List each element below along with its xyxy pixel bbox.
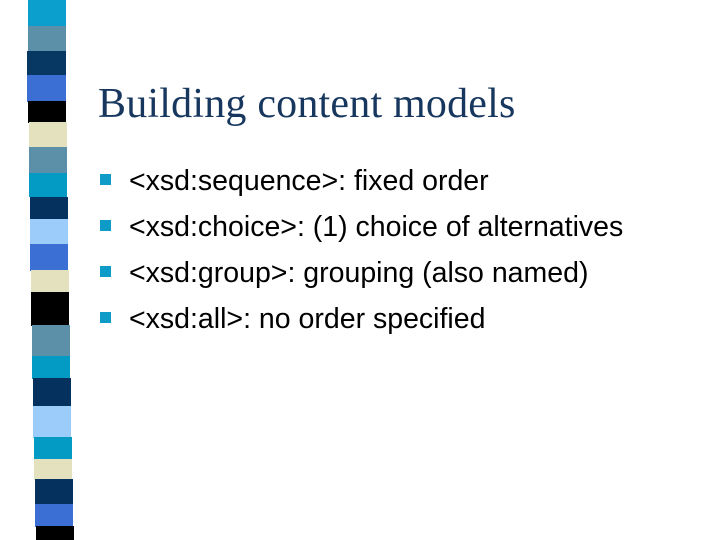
- stripe-band: [32, 356, 70, 380]
- stripe-band: [34, 459, 72, 481]
- list-item: <xsd:group>: grouping (also named): [100, 250, 710, 296]
- square-bullet-icon: [100, 312, 111, 323]
- stripe-band: [30, 196, 68, 220]
- stripe-band: [36, 526, 74, 540]
- list-item: <xsd:sequence>: fixed order: [100, 158, 710, 204]
- stripe-band: [29, 172, 67, 198]
- bullet-list: <xsd:sequence>: fixed order <xsd:choice>:…: [100, 158, 710, 342]
- stripe-band: [30, 244, 68, 271]
- stripe-band: [27, 50, 66, 77]
- stripe-band: [29, 122, 67, 148]
- square-bullet-icon: [100, 174, 111, 185]
- stripe-band: [30, 218, 68, 246]
- stripe-band: [28, 25, 66, 52]
- stripe-band: [31, 292, 69, 326]
- square-bullet-icon: [100, 266, 111, 277]
- stripe-band: [27, 75, 66, 102]
- list-item-label: <xsd:all>: no order specified: [129, 303, 486, 335]
- stripe-band: [29, 146, 67, 174]
- left-stripe-column: [0, 0, 80, 540]
- stripe-band: [32, 325, 70, 358]
- list-item: <xsd:all>: no order specified: [100, 296, 710, 342]
- list-item-label: <xsd:choice>: (1) choice of alternatives: [129, 211, 624, 243]
- stripe-band: [28, 0, 66, 27]
- page-title: Building content models: [98, 81, 516, 128]
- stripe-band: [31, 270, 69, 293]
- stripe-band: [33, 378, 71, 407]
- stripe-band: [28, 101, 66, 123]
- stripe-band: [35, 504, 73, 527]
- list-item: <xsd:choice>: (1) choice of alternatives: [100, 204, 710, 250]
- stripe-band: [34, 437, 72, 460]
- list-item-label: <xsd:group>: grouping (also named): [129, 257, 589, 289]
- square-bullet-icon: [100, 220, 111, 231]
- stripe-band: [33, 405, 71, 438]
- stripe-band: [35, 479, 73, 505]
- list-item-label: <xsd:sequence>: fixed order: [129, 165, 489, 197]
